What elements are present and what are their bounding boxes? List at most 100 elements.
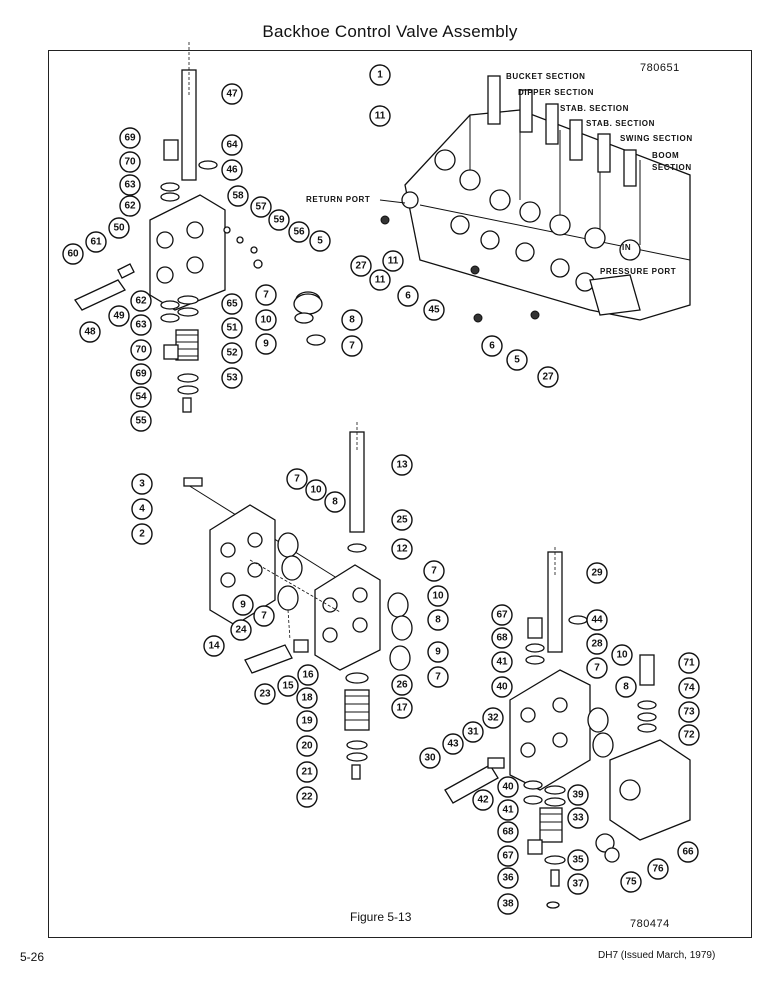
callout-27: 27 — [350, 255, 372, 277]
callout-31: 31 — [462, 721, 484, 743]
callout-27: 27 — [537, 366, 559, 388]
svg-text:46: 46 — [226, 165, 238, 176]
callout-74: 74 — [678, 677, 700, 699]
svg-text:7: 7 — [263, 290, 269, 301]
callout-58: 58 — [227, 185, 249, 207]
callout-12: 12 — [391, 538, 413, 560]
svg-text:66: 66 — [682, 847, 694, 858]
svg-text:41: 41 — [502, 805, 514, 816]
callout-5: 5 — [309, 230, 331, 252]
swing-section-label: SWING SECTION — [620, 134, 693, 143]
svg-text:32: 32 — [487, 713, 499, 724]
svg-text:11: 11 — [375, 275, 386, 286]
callout-2: 2 — [131, 523, 153, 545]
callout-36: 36 — [497, 867, 519, 889]
callout-75: 75 — [620, 871, 642, 893]
callout-10: 10 — [611, 644, 633, 666]
callout-62: 62 — [130, 290, 152, 312]
svg-text:75: 75 — [625, 877, 637, 888]
leader-lines — [188, 40, 556, 641]
boom-section-label: SECTION — [652, 163, 692, 172]
callout-8: 8 — [615, 676, 637, 698]
svg-text:6: 6 — [489, 341, 495, 352]
drawing-code-top: 780651 — [640, 62, 680, 74]
svg-text:8: 8 — [623, 682, 629, 693]
callout-57: 57 — [250, 196, 272, 218]
svg-text:7: 7 — [349, 341, 355, 352]
callout-41: 41 — [497, 799, 519, 821]
svg-text:27: 27 — [542, 372, 554, 383]
svg-text:10: 10 — [310, 485, 322, 496]
svg-text:8: 8 — [332, 497, 338, 508]
callout-68: 68 — [497, 821, 519, 843]
svg-text:59: 59 — [273, 215, 285, 226]
svg-text:43: 43 — [447, 739, 459, 750]
svg-text:70: 70 — [124, 157, 136, 168]
callout-16: 16 — [297, 664, 319, 686]
svg-text:9: 9 — [435, 647, 441, 658]
callout-7: 7 — [286, 468, 308, 490]
svg-text:29: 29 — [591, 568, 603, 579]
svg-text:9: 9 — [263, 339, 269, 350]
svg-text:7: 7 — [261, 611, 267, 622]
svg-text:7: 7 — [594, 663, 600, 674]
callout-61: 61 — [85, 231, 107, 253]
callout-47: 47 — [221, 83, 243, 105]
callout-40: 40 — [497, 776, 519, 798]
svg-text:55: 55 — [135, 416, 147, 427]
svg-text:74: 74 — [683, 683, 695, 694]
svg-text:28: 28 — [591, 639, 603, 650]
callout-9: 9 — [427, 641, 449, 663]
callout-66: 66 — [677, 841, 699, 863]
callout-63: 63 — [119, 174, 141, 196]
callout-76: 76 — [647, 858, 669, 880]
svg-text:64: 64 — [226, 140, 238, 151]
callout-44: 44 — [586, 609, 608, 631]
middle-section — [183, 431, 413, 780]
callout-37: 37 — [567, 873, 589, 895]
callout-59: 59 — [268, 209, 290, 231]
svg-text:4: 4 — [139, 504, 145, 515]
stab-section-label-2: STAB. SECTION — [586, 119, 655, 128]
svg-text:39: 39 — [572, 790, 584, 801]
callout-11: 11 — [369, 269, 391, 291]
svg-text:69: 69 — [124, 133, 136, 144]
callout-6: 6 — [481, 335, 503, 357]
top-left-section — [74, 69, 326, 413]
svg-text:51: 51 — [226, 323, 238, 334]
svg-text:63: 63 — [124, 180, 136, 191]
svg-text:13: 13 — [396, 460, 408, 471]
issue-note: DH7 (Issued March, 1979) — [598, 950, 716, 961]
svg-text:18: 18 — [301, 693, 313, 704]
svg-text:58: 58 — [232, 191, 244, 202]
svg-text:47: 47 — [226, 89, 238, 100]
callout-55: 55 — [130, 410, 152, 432]
callout-71: 71 — [678, 652, 700, 674]
svg-text:14: 14 — [208, 641, 220, 652]
callout-14: 14 — [203, 635, 225, 657]
drawing-code-bottom: 780474 — [630, 918, 670, 930]
section-labels: BUCKET SECTION DIPPER SECTION STAB. SECT… — [306, 72, 693, 276]
callout-62: 62 — [119, 195, 141, 217]
svg-text:10: 10 — [616, 650, 628, 661]
svg-text:72: 72 — [683, 730, 695, 741]
svg-text:7: 7 — [431, 566, 437, 577]
callout-7: 7 — [253, 605, 275, 627]
pressure-port-label: PRESSURE PORT — [600, 267, 676, 276]
svg-text:8: 8 — [349, 315, 355, 326]
callout-30: 30 — [419, 747, 441, 769]
svg-text:37: 37 — [572, 879, 584, 890]
page-title: Backhoe Control Valve Assembly — [262, 22, 518, 41]
callout-4: 4 — [131, 498, 153, 520]
callout-8: 8 — [427, 609, 449, 631]
callout-29: 29 — [586, 562, 608, 584]
callout-21: 21 — [296, 761, 318, 783]
svg-text:73: 73 — [683, 707, 695, 718]
callout-26: 26 — [391, 674, 413, 696]
return-port-label: RETURN PORT — [306, 195, 370, 204]
svg-text:44: 44 — [591, 615, 603, 626]
svg-text:63: 63 — [135, 320, 147, 331]
callout-67: 67 — [497, 845, 519, 867]
figure-frame — [48, 50, 752, 938]
